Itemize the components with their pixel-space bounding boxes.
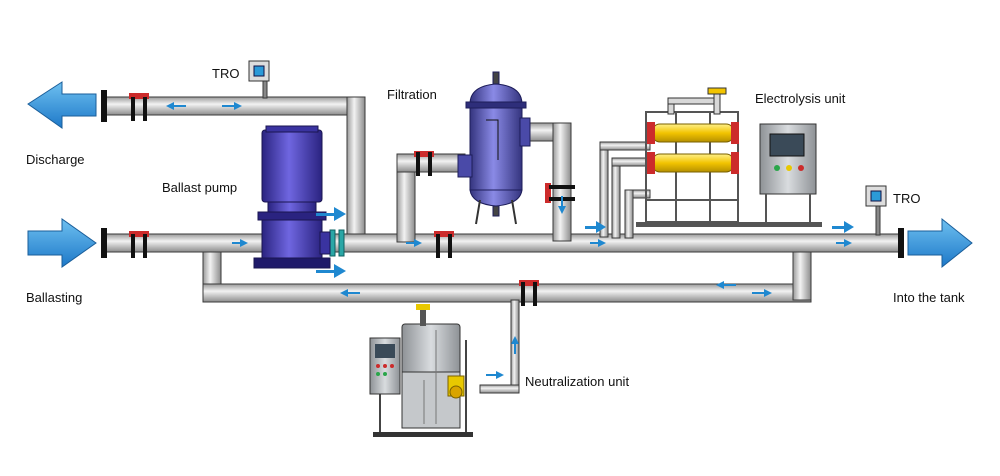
flow-arrow-icon (511, 336, 519, 354)
end-flanges (101, 90, 904, 258)
discharge-riser (346, 96, 366, 248)
filtration-label: Filtration (387, 87, 437, 102)
flow-arrow-icon (316, 207, 346, 221)
flow-arrow-icon (590, 239, 606, 247)
flow-arrow-icon (316, 264, 346, 278)
flow-arrow-icon (486, 371, 504, 379)
valve-icon (414, 151, 434, 176)
into-tank-label: Into the tank (893, 290, 965, 305)
flow-arrow-icon (836, 239, 852, 247)
neutralization-label: Neutralization unit (525, 374, 629, 389)
flow-arrow-icon (340, 289, 360, 297)
flow-arrow-icon (752, 289, 772, 297)
flow-arrow-icon (166, 102, 186, 110)
main-pipe (104, 233, 901, 253)
electrolysis-unit (636, 87, 822, 227)
flow-arrow-icon (832, 221, 854, 233)
ballasting-label: Ballasting (26, 290, 82, 305)
valve-icon (129, 231, 149, 258)
flow-arrow-icon (716, 281, 736, 289)
neutralization-unit (369, 304, 473, 437)
valve-icon (519, 280, 539, 306)
big-arrows (27, 81, 973, 269)
flow-arrow-icon (232, 239, 248, 247)
filter-unit (457, 71, 531, 225)
tro-sensor-left (248, 60, 270, 82)
ballasting-arrow-icon (27, 218, 97, 268)
discharge-label: Discharge (26, 152, 85, 167)
electrolysis-label: Electrolysis unit (755, 91, 846, 106)
flow-arrows (166, 102, 854, 379)
flow-arrow-icon (222, 102, 242, 110)
ballast-pump (253, 125, 331, 269)
tro-left-label: TRO (212, 66, 239, 81)
tro-sensor-right (865, 185, 887, 207)
discharge-arrow-icon (27, 81, 97, 129)
flow-arrow-icon (558, 196, 566, 214)
bypass-right-riser (792, 251, 812, 301)
flow-arrow-icon (585, 221, 606, 233)
into-tank-arrow-icon (907, 217, 973, 269)
filter-outlet-riser (552, 122, 572, 242)
tro-right-label: TRO (893, 191, 920, 206)
flow-arrow-icon (406, 239, 422, 247)
ballast-pump-label: Ballast pump (162, 180, 237, 195)
valve-icon (434, 231, 454, 258)
valve-icon (129, 93, 149, 121)
